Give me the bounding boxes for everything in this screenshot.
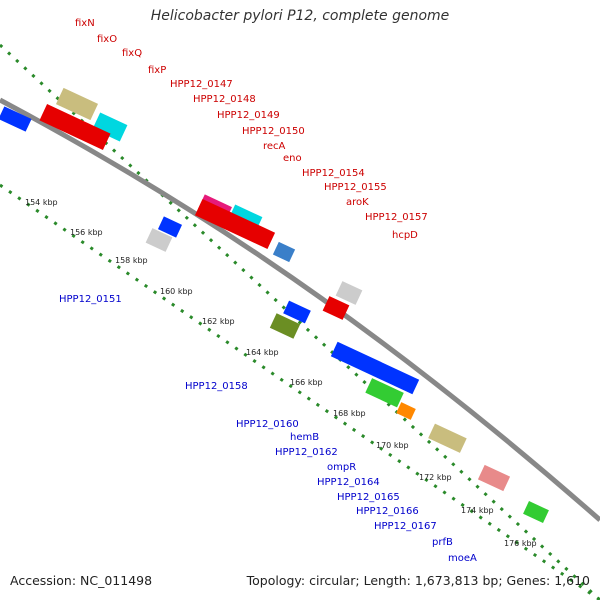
tick-label: 176 kbp [504, 539, 537, 548]
tick-label: 162 kbp [202, 317, 235, 326]
tick-label: 156 kbp [70, 228, 103, 237]
accession-text: Accession: NC_011498 [10, 573, 153, 588]
tick-label: 172 kbp [419, 473, 452, 482]
gene-HPP12_0151 [157, 216, 183, 238]
gene-label: HPP12_0150 [242, 126, 305, 137]
gene-label: HPP12_0160 [236, 419, 299, 430]
tick-label: 158 kbp [115, 256, 148, 265]
gene-label: hcpD [392, 230, 418, 241]
gene-label: recA [263, 141, 286, 152]
gene-block [145, 228, 173, 252]
gene-hcpD [335, 281, 363, 305]
gene-label: fixN [75, 18, 95, 29]
gene-label: HPP12_0149 [217, 110, 280, 121]
tick-label: 166 kbp [290, 378, 323, 387]
gene-label: ompR [327, 462, 356, 473]
gene-block [269, 313, 301, 339]
gene-label: fixO [97, 34, 117, 45]
gene-label: HPP12_0154 [302, 168, 365, 179]
gene-label: HPP12_0158 [185, 381, 248, 392]
gene-label: prfB [432, 537, 453, 548]
gene-moeA [477, 464, 511, 492]
gene-prfB [428, 423, 467, 453]
gene-fixN [55, 87, 99, 121]
backbone-ring [0, 97, 600, 522]
gene-label: fixQ [122, 48, 142, 59]
gene-label: HPP12_0147 [170, 79, 233, 90]
gene-label: HPP12_0155 [324, 182, 387, 193]
gene-HPP12_0158 [283, 300, 311, 324]
inner-tick-ring [0, 183, 600, 600]
forward-gene-labels: fixN fixO fixQ fixP HPP12_0147 HPP12_014… [75, 18, 428, 241]
gene-label: fixP [148, 65, 166, 76]
gene-fixO [92, 112, 128, 142]
gene-label: aroK [346, 197, 369, 208]
gene-label: HPP12_0148 [193, 94, 256, 105]
tick-label: 164 kbp [246, 348, 279, 357]
tick-label: 168 kbp [333, 409, 366, 418]
gene-label: HPP12_0157 [365, 212, 428, 223]
gene-hemB [330, 341, 420, 395]
tick-labels: 154 kbp 156 kbp 158 kbp 160 kbp 162 kbp … [25, 198, 537, 548]
gene-label: HPP12_0165 [337, 492, 400, 503]
gene-HPP12_0157 [322, 296, 350, 320]
gene-label: HPP12_0151 [59, 294, 122, 305]
gene-HPP12_0154 [194, 198, 276, 250]
gene-label: hemB [290, 432, 319, 443]
reverse-genes [145, 216, 549, 523]
tick-label: 154 kbp [25, 198, 58, 207]
gene-aroK [272, 241, 296, 263]
gene-fixQ [39, 104, 111, 150]
gene-block [0, 106, 32, 132]
gene-ompR [396, 402, 416, 420]
gene-label: HPP12_0166 [356, 506, 419, 517]
forward-genes [0, 87, 363, 320]
outer-tick-ring [0, 43, 600, 600]
gene-label: HPP12_0167 [374, 521, 437, 532]
genome-title: Helicobacter pylori P12, complete genome [150, 8, 450, 24]
gene-label: HPP12_0164 [317, 477, 380, 488]
gene-label: moeA [448, 553, 477, 564]
tick-label: 170 kbp [376, 441, 409, 450]
gene-label: HPP12_0162 [275, 447, 338, 458]
reverse-gene-labels: HPP12_0151 HPP12_0158 HPP12_0160 hemB HP… [59, 294, 477, 564]
gene-HPP12_0162 [365, 378, 404, 408]
gene-block [523, 501, 549, 523]
gene-label: eno [283, 153, 302, 164]
topology-text: Topology: circular; Length: 1,673,813 bp… [246, 573, 590, 588]
tick-label: 160 kbp [160, 287, 193, 296]
tick-label: 174 kbp [461, 506, 494, 515]
